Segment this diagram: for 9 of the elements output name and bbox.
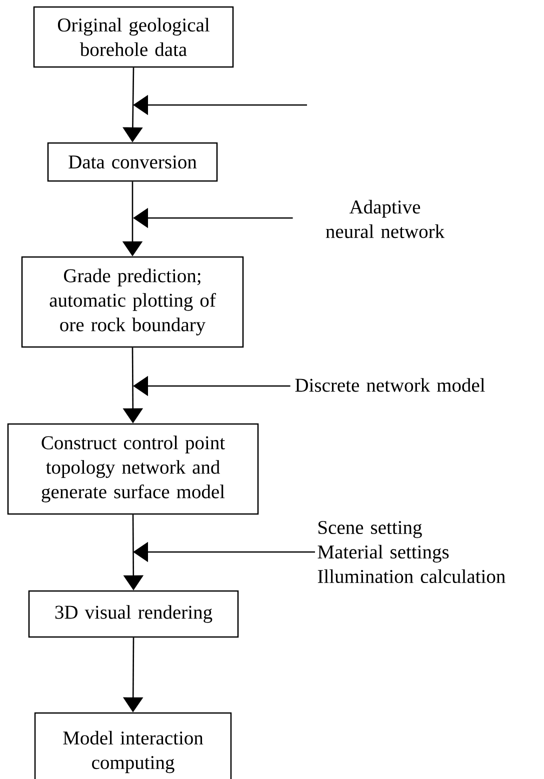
process-box: Model interaction computing: [34, 712, 232, 779]
input-text: Adaptive neural network: [326, 200, 445, 238]
process-box: 3D visual rendering: [28, 590, 239, 638]
input-text: Discrete network model: [295, 378, 485, 392]
input-text: Scene setting Material settings Illumination calculation: [318, 520, 506, 584]
process-box: Grade prediction; automatic plotting of ore rock boundary: [21, 256, 244, 348]
process-box: Original geological borehole data: [33, 6, 234, 68]
process-box: Construct control point topology network and generate surface model: [7, 423, 259, 515]
process-box: Data conversion: [47, 142, 218, 182]
